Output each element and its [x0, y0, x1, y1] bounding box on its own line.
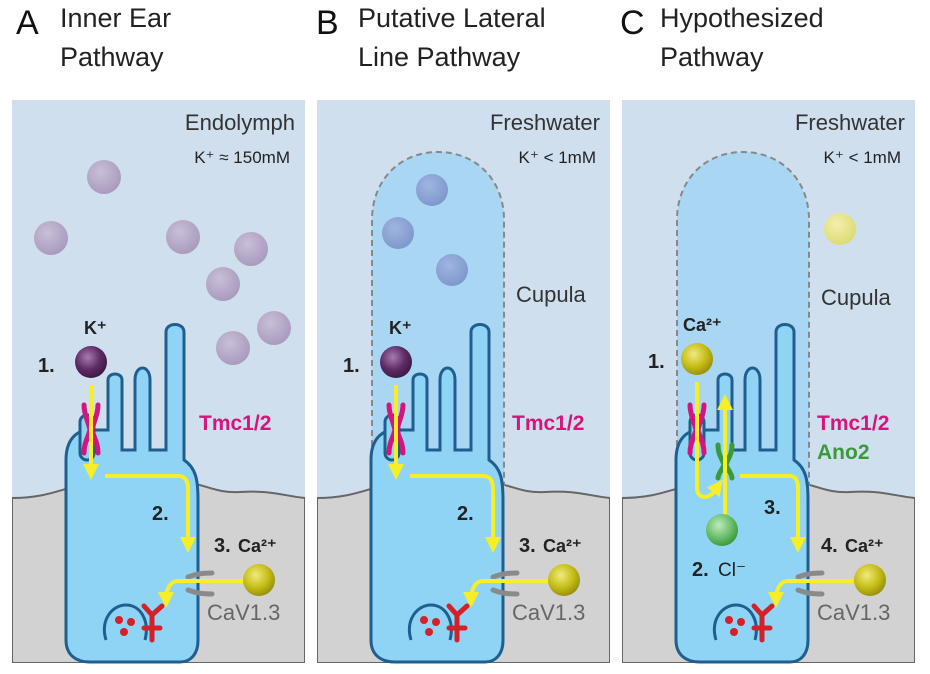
calcium-ion	[854, 564, 886, 596]
receptor-icon	[446, 603, 470, 643]
synapse	[408, 603, 470, 643]
cav-label: CaV1.3	[817, 600, 890, 625]
panel-title-line1: Putative Lateral	[358, 3, 546, 33]
hair-cell	[369, 323, 505, 664]
chloride-label: Cl⁻	[718, 560, 746, 581]
medium-label: Freshwater	[490, 110, 600, 135]
step-4-label: 4.	[821, 535, 838, 557]
concentration-label: K⁺ < 1mM	[519, 148, 596, 167]
potassium-ion	[380, 346, 412, 378]
panel-b: B Putative Lateral Line Pathway Freshwat…	[316, 3, 610, 664]
calcium-ion	[243, 564, 275, 596]
concentration-label: K⁺ ≈ 150mM	[194, 148, 290, 167]
panel-letter: B	[316, 4, 339, 42]
calcium-label: Ca²⁺	[543, 536, 582, 556]
step-3-label: 3.	[764, 497, 781, 519]
step-1-label: 1.	[343, 355, 360, 377]
depolarization-arrow	[740, 474, 806, 553]
hair-cell	[64, 323, 200, 664]
cav-channel-icon	[795, 570, 825, 597]
calcium-entry-arrow	[695, 382, 723, 499]
medium-label: Endolymph	[185, 110, 295, 135]
cav-label: CaV1.3	[207, 600, 280, 625]
cupula-label: Cupula	[821, 285, 891, 310]
potassium-ion-faded	[216, 331, 250, 365]
tmc-label: Tmc1/2	[512, 412, 584, 435]
panel-a: A Inner Ear Pathway Endolymph K⁺ ≈ 150mM	[12, 3, 305, 664]
cupula-label: Cupula	[516, 282, 586, 307]
depolarization-arrow	[410, 474, 501, 553]
step-2-label: 2.	[152, 503, 169, 525]
step-3-label: 3.	[214, 535, 231, 557]
tmc-label: Tmc1/2	[817, 412, 889, 435]
panel-letter: A	[16, 4, 39, 42]
panel-title-line2: Pathway	[660, 42, 764, 72]
panel-letter: C	[620, 4, 645, 42]
calcium-label: Ca²⁺	[845, 536, 884, 556]
potassium-ion-faded	[416, 174, 448, 206]
potassium-ion-faded	[257, 311, 291, 345]
cav-channel-icon	[490, 570, 520, 597]
synapse	[103, 603, 165, 643]
synapse	[713, 603, 775, 643]
potassium-ion-faded	[234, 232, 268, 266]
cav-channel-icon	[185, 570, 215, 597]
tmc-label: Tmc1/2	[199, 412, 271, 435]
potassium-ion	[75, 346, 107, 378]
potassium-ion-faded	[436, 254, 468, 286]
calcium-influx-arrow	[463, 579, 548, 608]
panel-title-line2: Pathway	[60, 42, 164, 72]
calcium-influx-arrow	[768, 579, 853, 608]
potassium-ion-faded	[166, 220, 200, 254]
ion-label: Ca²⁺	[683, 315, 722, 335]
ion-label: K⁺	[84, 318, 107, 338]
panel-c: C Hypothesized Pathway Freshwater K⁺ < 1…	[620, 3, 915, 664]
step-1-label: 1.	[38, 355, 55, 377]
step-3-label: 3.	[519, 535, 536, 557]
step-2-label: 2.	[457, 503, 474, 525]
calcium-ion-faded	[824, 213, 856, 245]
panel-title-line2: Line Pathway	[358, 42, 521, 72]
calcium-ion	[548, 564, 580, 596]
ano2-label: Ano2	[817, 441, 870, 464]
chloride-ion	[706, 514, 738, 546]
potassium-ion-faded	[206, 267, 240, 301]
depolarization-arrow	[105, 474, 196, 553]
panel-title-line1: Inner Ear	[60, 3, 171, 33]
cav-label: CaV1.3	[512, 600, 585, 625]
medium-label: Freshwater	[795, 110, 905, 135]
receptor-icon	[751, 603, 775, 643]
receptor-icon	[141, 603, 165, 643]
step-1-label: 1.	[648, 351, 665, 373]
panel-title-line1: Hypothesized	[660, 3, 824, 33]
ion-label: K⁺	[389, 318, 412, 338]
potassium-ion-faded	[87, 160, 121, 194]
calcium-influx-arrow	[158, 579, 243, 608]
potassium-ion-faded	[382, 217, 414, 249]
step-2-label: 2.	[692, 559, 709, 581]
calcium-label: Ca²⁺	[238, 536, 277, 556]
hair-cell	[674, 323, 810, 664]
calcium-ion	[681, 343, 713, 375]
potassium-ion-faded	[34, 221, 68, 255]
concentration-label: K⁺ < 1mM	[824, 148, 901, 167]
